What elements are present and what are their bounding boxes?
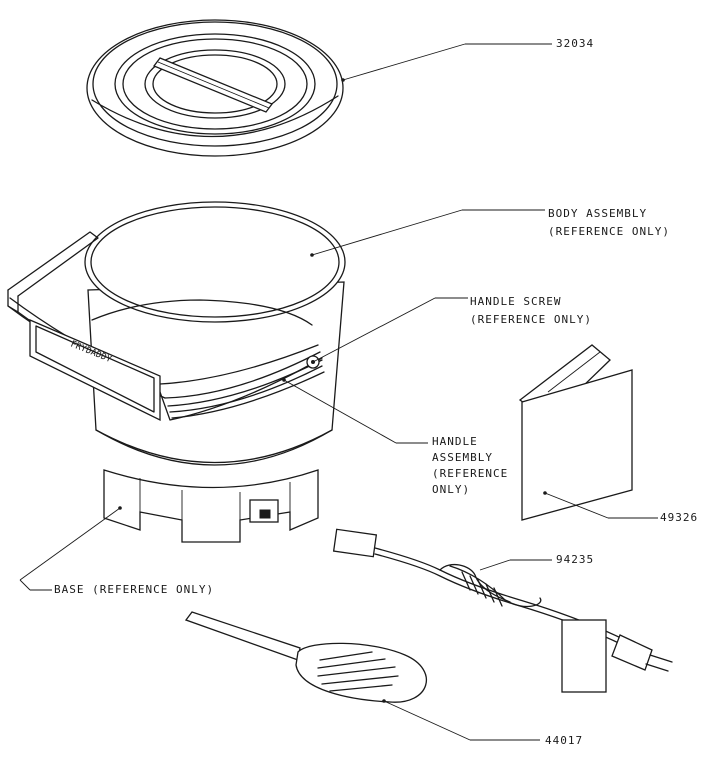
handle-assembly-label-line2: ASSEMBLY bbox=[432, 451, 493, 464]
body-assembly-part bbox=[84, 201, 346, 543]
handle-screw-reference-label: (REFERENCE ONLY) bbox=[470, 313, 592, 326]
body-assembly-reference-label: (REFERENCE ONLY) bbox=[548, 225, 670, 238]
spoon-part-number: 44017 bbox=[545, 734, 584, 747]
handle-assembly-part: FRYDADDY bbox=[7, 231, 325, 422]
base-label: BASE (REFERENCE ONLY) bbox=[54, 583, 215, 596]
power-cord-part bbox=[332, 528, 673, 693]
handle-assembly-label-line4: ONLY) bbox=[432, 483, 471, 496]
slotted-spoon-part bbox=[184, 611, 427, 703]
lid-part-number: 32034 bbox=[556, 37, 595, 50]
leader-lines bbox=[19, 43, 658, 741]
cord-part-number: 94235 bbox=[556, 553, 595, 566]
handle-assembly-label-line1: HANDLE bbox=[432, 435, 478, 448]
lid-part bbox=[86, 19, 344, 157]
handle-screw-label: HANDLE SCREW bbox=[470, 295, 562, 308]
handle-assembly-label-line3: (REFERENCE bbox=[432, 467, 509, 480]
manual-part-number: 49326 bbox=[660, 511, 699, 524]
base-part bbox=[103, 469, 319, 543]
manual-part bbox=[518, 344, 633, 521]
body-assembly-label: BODY ASSEMBLY bbox=[548, 207, 648, 220]
